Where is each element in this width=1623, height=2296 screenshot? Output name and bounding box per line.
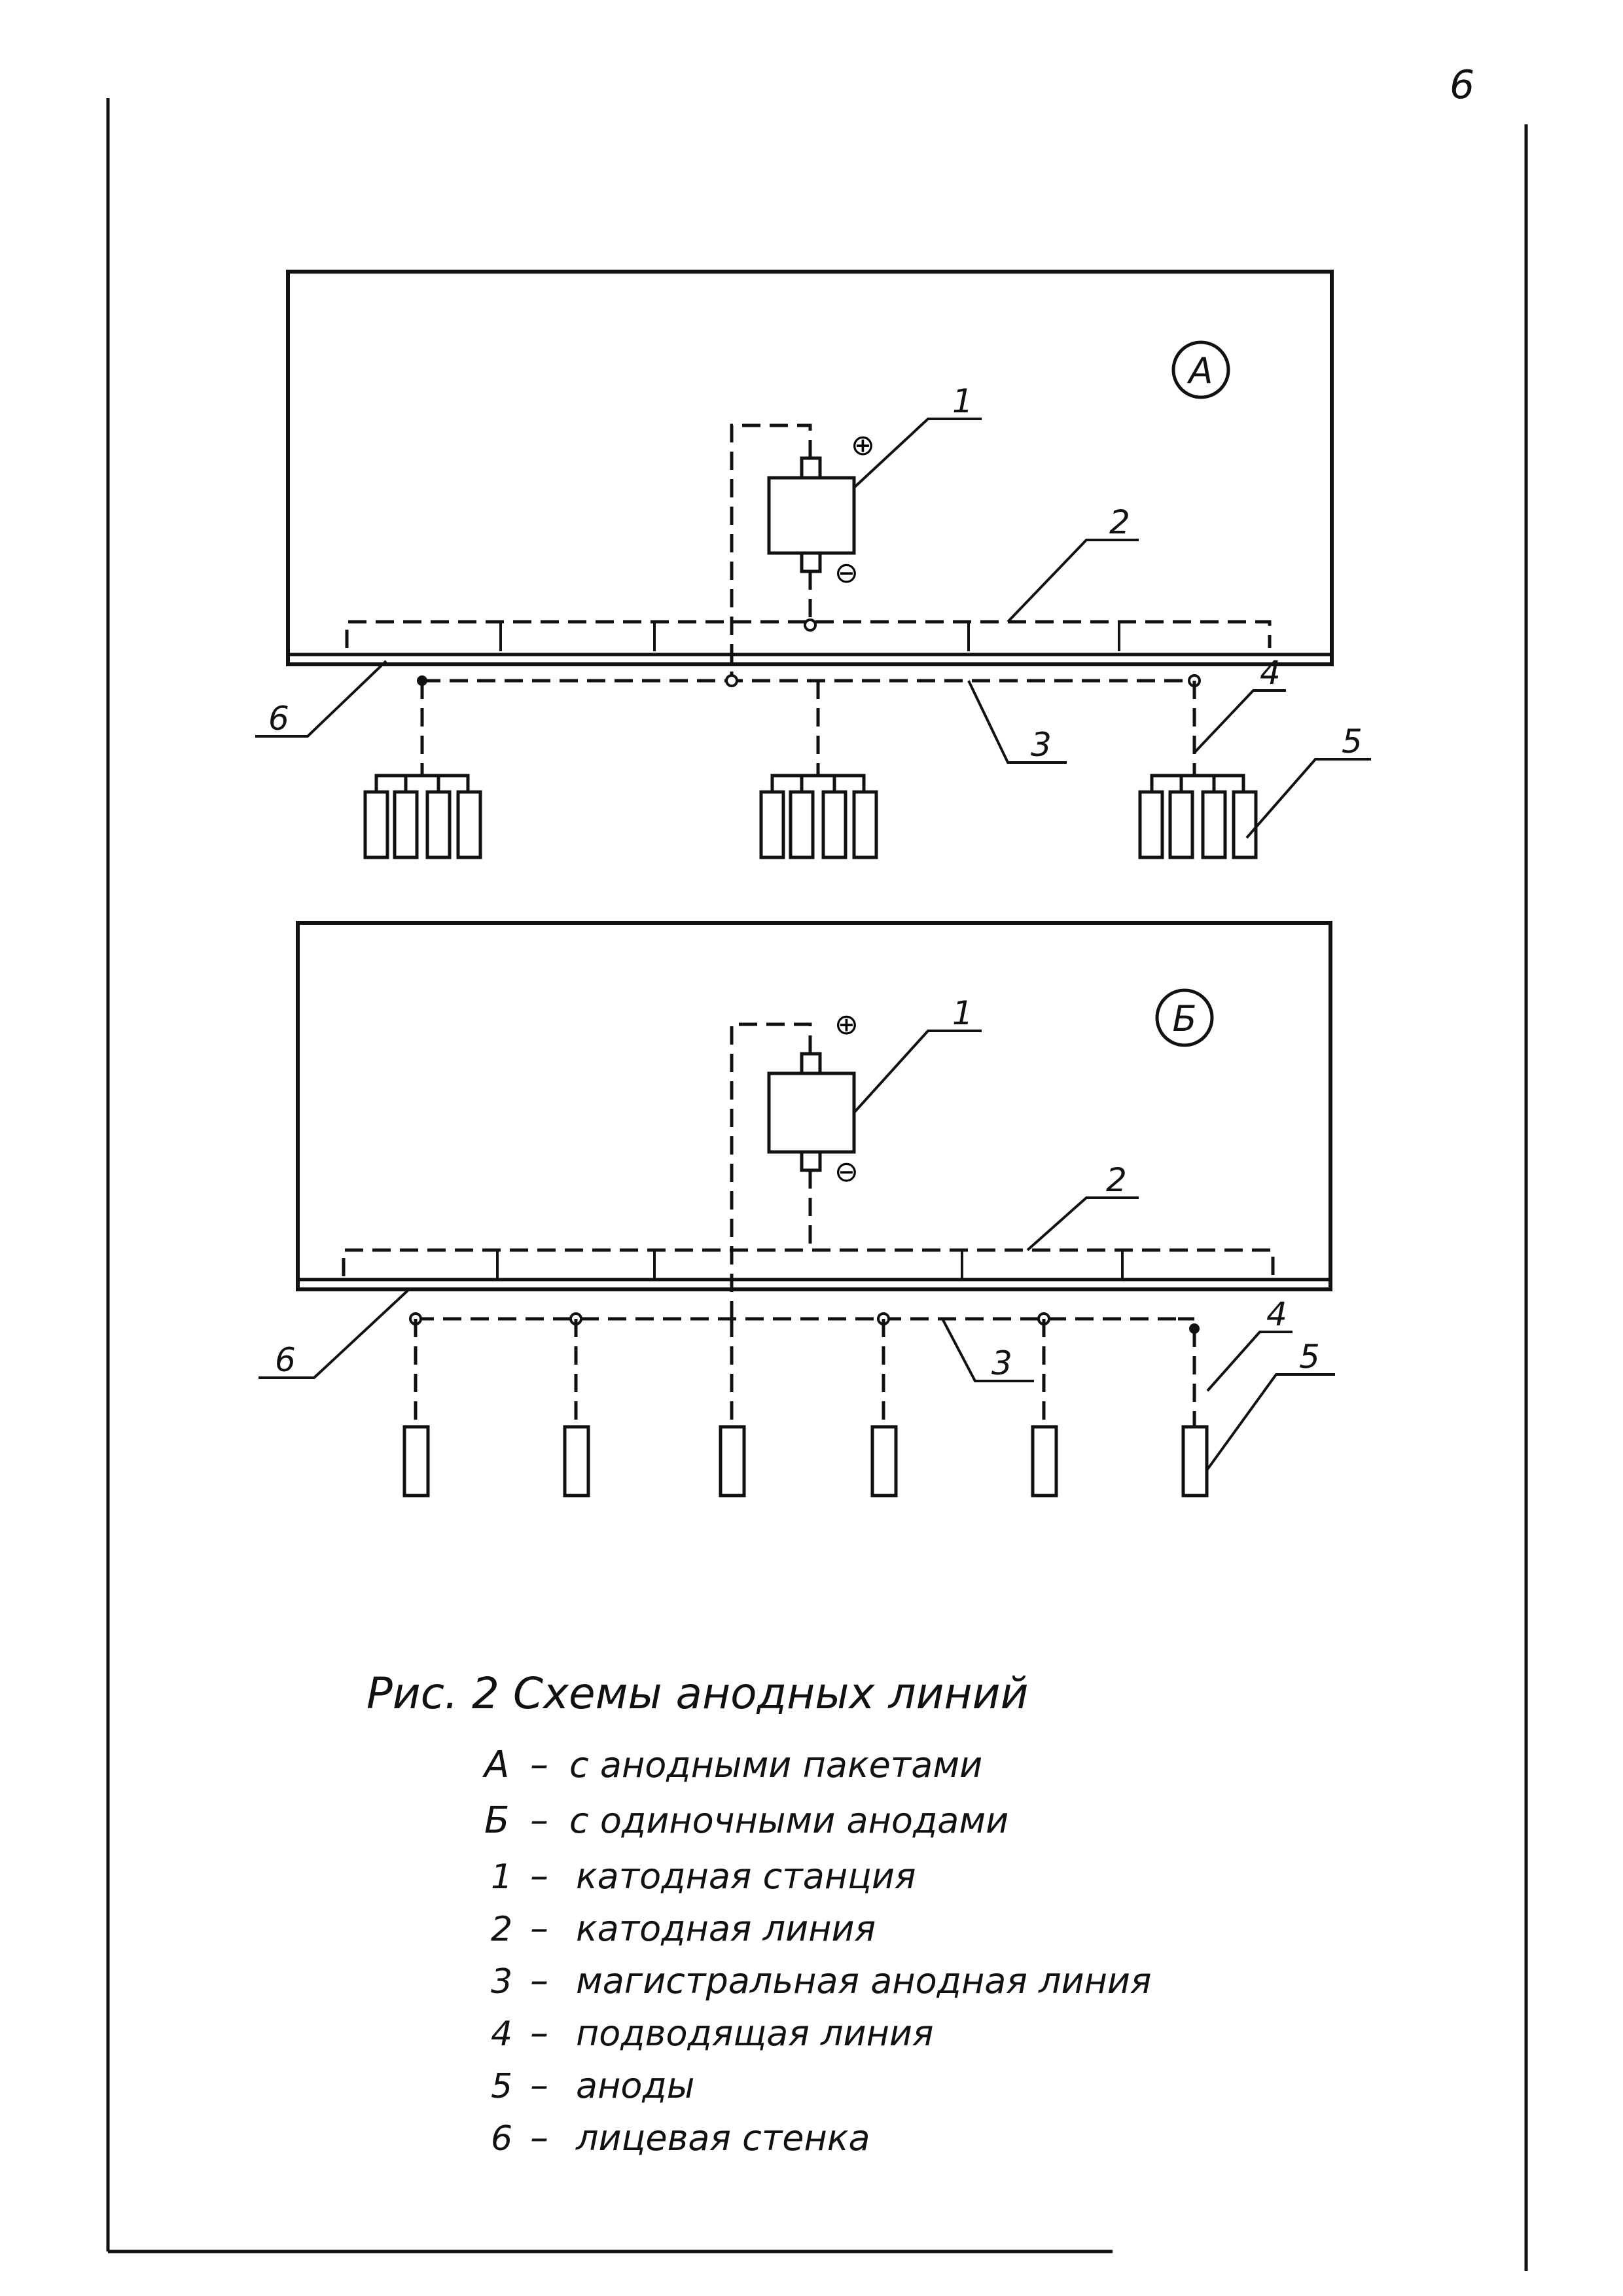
label-6-b: 6 — [275, 1341, 296, 1379]
legend-dash-2: – — [530, 1855, 548, 1897]
single-anode-b4 — [870, 1425, 898, 1498]
label-3-b: 3 — [991, 1344, 1012, 1382]
legend-key-7: 6 — [491, 2119, 512, 2159]
legend-text-1: с одиночными анодами — [569, 1800, 1008, 1841]
single-anode-b3 — [719, 1425, 746, 1498]
label-1-b: 1 — [952, 994, 973, 1032]
minus-symbol-a: ⊖ — [834, 556, 859, 590]
legend-key-2: 1 — [491, 1857, 512, 1897]
minus-symbol-b: ⊖ — [834, 1155, 859, 1189]
cathodic-station-b — [767, 1071, 856, 1154]
single-anode-b2 — [563, 1425, 590, 1498]
legend-key-4: 3 — [491, 1962, 512, 2001]
label-5-a: 5 — [1342, 723, 1363, 761]
badge-a: А — [1187, 350, 1213, 391]
label-1-a: 1 — [952, 382, 973, 420]
label-2-a: 2 — [1109, 503, 1130, 541]
legend-text-6: аноды — [576, 2065, 694, 2106]
badge-b: Б — [1172, 998, 1196, 1039]
label-4-b: 4 — [1266, 1295, 1287, 1333]
anode-feeder-b — [730, 1022, 812, 1319]
leader-2-b — [1026, 1196, 1139, 1251]
legend-dash-3: – — [530, 1907, 548, 1950]
anode-pack-a3 — [1138, 774, 1258, 859]
leader-3-a — [967, 680, 1067, 764]
legend-dash-5: – — [530, 2012, 548, 2054]
leader-4-a — [1193, 689, 1286, 754]
diagram-a: А ⊕ ⊖ — [255, 270, 1371, 859]
badge-b-circle — [1155, 988, 1214, 1047]
legend-dash-4: – — [530, 1960, 548, 2002]
figure-caption: Рис. 2 Схемы анодных линий А – с анодным… — [366, 1668, 1152, 2159]
legend-key-5: 4 — [491, 2015, 512, 2054]
legend-dash-1: – — [530, 1799, 548, 1842]
cathodic-line-b — [342, 1248, 1275, 1276]
label-3-a: 3 — [1031, 726, 1052, 764]
plus-symbol-b: ⊕ — [834, 1008, 859, 1041]
legend-text-3: катодная линия — [576, 1908, 876, 1949]
page-number: 6 — [1450, 62, 1474, 108]
single-anode-b5 — [1031, 1425, 1058, 1498]
legend-text-4: магистральная анодная линия — [576, 1960, 1152, 2001]
caption-title: Рис. 2 Схемы анодных линий — [366, 1668, 1028, 1719]
single-anode-b1 — [402, 1425, 430, 1498]
leader-6-b — [259, 1288, 410, 1379]
terminal-plus-a — [800, 456, 822, 480]
diagram-b: Б ⊕ ⊖ 1 2 3 — [259, 921, 1335, 1498]
anode-pack-a2 — [759, 774, 878, 859]
leader-4-b — [1206, 1331, 1293, 1392]
legend-key-3: 2 — [491, 1910, 512, 1949]
cathodic-line-a — [345, 620, 1272, 648]
legend-key-6: 5 — [491, 2067, 512, 2106]
legend-text-7: лицевая стенка — [575, 2117, 870, 2159]
anode-pack-a1 — [363, 774, 482, 859]
legend-key-0: А — [482, 1744, 509, 1786]
label-6-a: 6 — [268, 700, 289, 738]
anode-feeder-a — [730, 423, 812, 681]
leader-3-b — [941, 1318, 1034, 1382]
cathodic-station-a — [767, 476, 856, 555]
label-4-a: 4 — [1260, 654, 1281, 692]
terminal-minus-a — [800, 551, 822, 573]
terminal-plus-b — [800, 1052, 822, 1075]
leader-1-a — [853, 418, 982, 489]
leader-5-a — [1245, 758, 1371, 839]
cathode-node-a — [804, 619, 817, 632]
leader-2-a — [1007, 539, 1139, 623]
legend-dash-6: – — [530, 2064, 548, 2107]
leader-5-b — [1206, 1373, 1335, 1471]
legend-text-2: катодная станция — [576, 1856, 916, 1897]
single-anode-b6 — [1181, 1425, 1209, 1498]
label-2-b: 2 — [1106, 1161, 1127, 1199]
legend-key-1: Б — [484, 1799, 509, 1842]
legend-text-5: подводящая линия — [576, 2013, 933, 2054]
leader-6-a — [255, 660, 387, 738]
label-5-b: 5 — [1299, 1338, 1320, 1376]
legend-dash-0: – — [530, 1744, 548, 1786]
legend-dash-7: – — [530, 2117, 548, 2159]
leader-1-b — [853, 1030, 982, 1114]
badge-a-circle — [1171, 340, 1230, 399]
terminal-minus-b — [800, 1150, 822, 1172]
legend-text-0: с анодными пакетами — [569, 1744, 982, 1785]
trunk-node-a2 — [725, 674, 738, 687]
plus-symbol-a: ⊕ — [851, 429, 875, 462]
